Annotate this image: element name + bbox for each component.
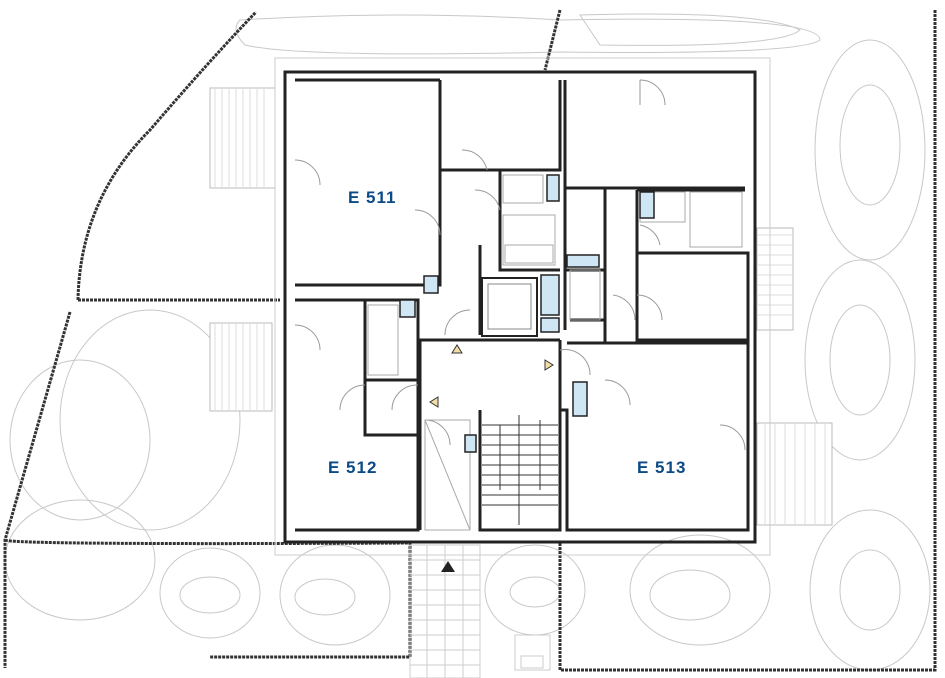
- terrace-hatching: [214, 88, 826, 525]
- orientation-marker-icon: [429, 344, 554, 408]
- sanitary-fixtures: [367, 174, 743, 376]
- unit-label-e511: E 511: [348, 188, 397, 207]
- building-footprint: [274, 57, 771, 556]
- ramp: [424, 419, 471, 531]
- service-shafts: [399, 174, 655, 453]
- elevator: [481, 277, 538, 337]
- unit-label-e512: E 512: [328, 458, 378, 477]
- unit-label-e513: E 513: [637, 458, 687, 477]
- entrance-arrow-icon: [441, 561, 455, 572]
- walls: [283, 70, 757, 544]
- staircase: [482, 415, 558, 525]
- terrain-contours: [4, 13, 931, 671]
- entrance-path: [409, 544, 551, 678]
- property-fence: [3, 9, 937, 672]
- terraces: [209, 87, 833, 526]
